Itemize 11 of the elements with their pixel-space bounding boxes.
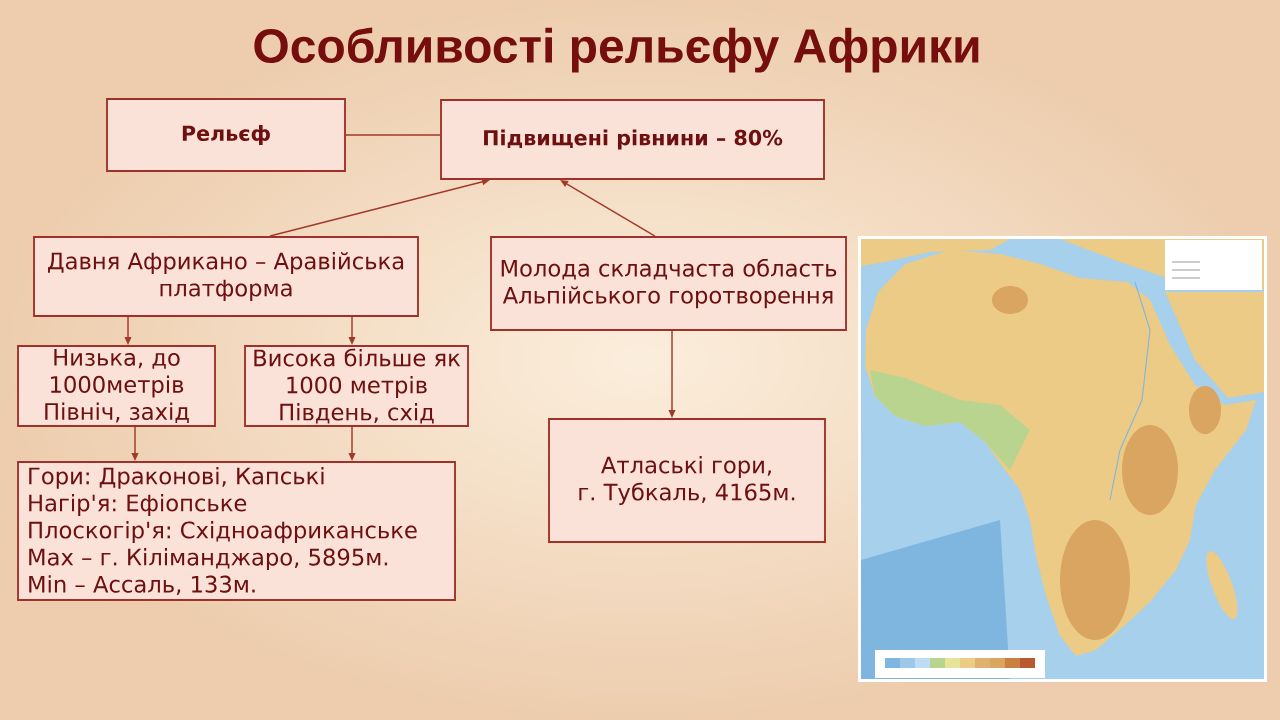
text-box: Висока більше як 1000 метрів Південь, схід	[244, 345, 469, 427]
text-box: Молода складчаста область Альпійського горотворення	[490, 236, 847, 331]
text-box: Гори: Драконові, Капські Нагір'я: Ефіопське Плоскогір'я: Східноафриканське Max – г. Кіліманджаро, 5895м. Min – Ассаль, 133м.	[17, 461, 456, 601]
text-box: Давня Африкано – Аравійська платформа	[33, 236, 419, 317]
text-box: Низька, до 1000метрів Північ, захід	[17, 345, 216, 427]
text-box: Атлаські гори, г. Тубкаль, 4165м.	[548, 418, 826, 543]
connector-line	[345, 134, 441, 136]
text-box: Рельєф	[106, 98, 346, 172]
text-box: Підвищені рівнини – 80%	[440, 99, 825, 180]
arrow	[560, 180, 656, 237]
title: Особливості рельєфу Африки	[254, 27, 979, 73]
